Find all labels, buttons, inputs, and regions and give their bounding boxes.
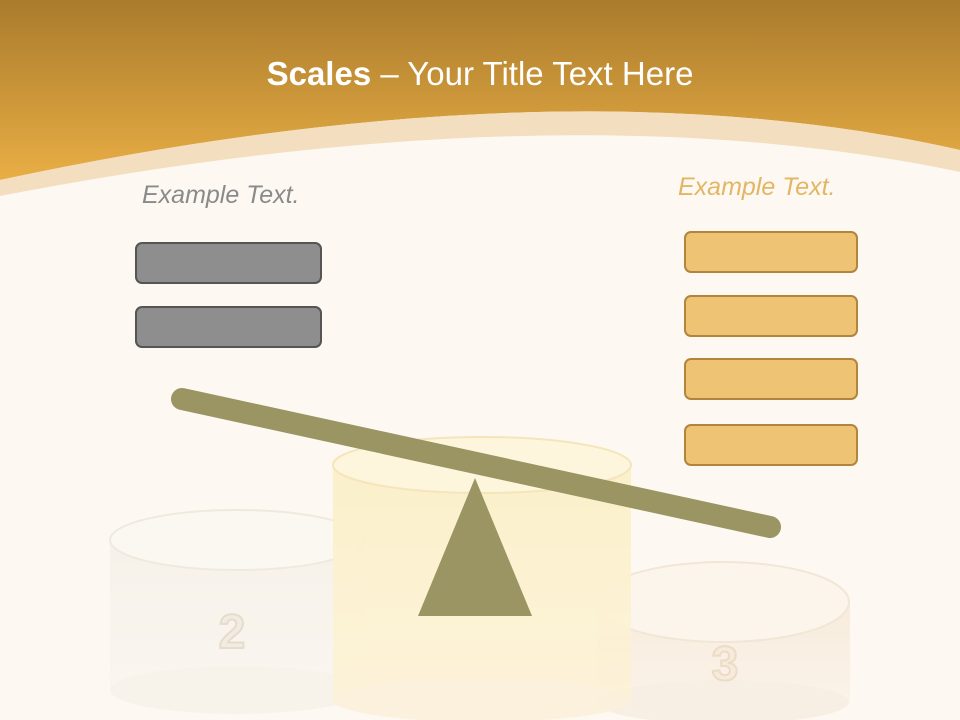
- header-wave-light: [0, 111, 960, 196]
- right-box-3: [684, 358, 858, 400]
- left-box-1: [135, 242, 322, 284]
- title-rest: – Your Title Text Here: [371, 55, 694, 92]
- podium-label-3: 3: [712, 638, 739, 691]
- podium-label-2: 2: [219, 606, 246, 659]
- header-band: [0, 0, 960, 180]
- left-box-2: [135, 306, 322, 348]
- right-box-1: [684, 231, 858, 273]
- right-label: Example Text.: [678, 173, 836, 201]
- right-box-2: [684, 295, 858, 337]
- podium-second: [109, 509, 365, 714]
- scale-fulcrum: [418, 478, 532, 616]
- title-bold: Scales: [266, 55, 372, 92]
- right-box-4: [684, 424, 858, 466]
- left-label: Example Text.: [142, 181, 300, 209]
- slide-title: Scales – Your Title Text Here: [0, 52, 960, 96]
- scale-beam: [171, 388, 781, 538]
- podium-third: [596, 561, 850, 720]
